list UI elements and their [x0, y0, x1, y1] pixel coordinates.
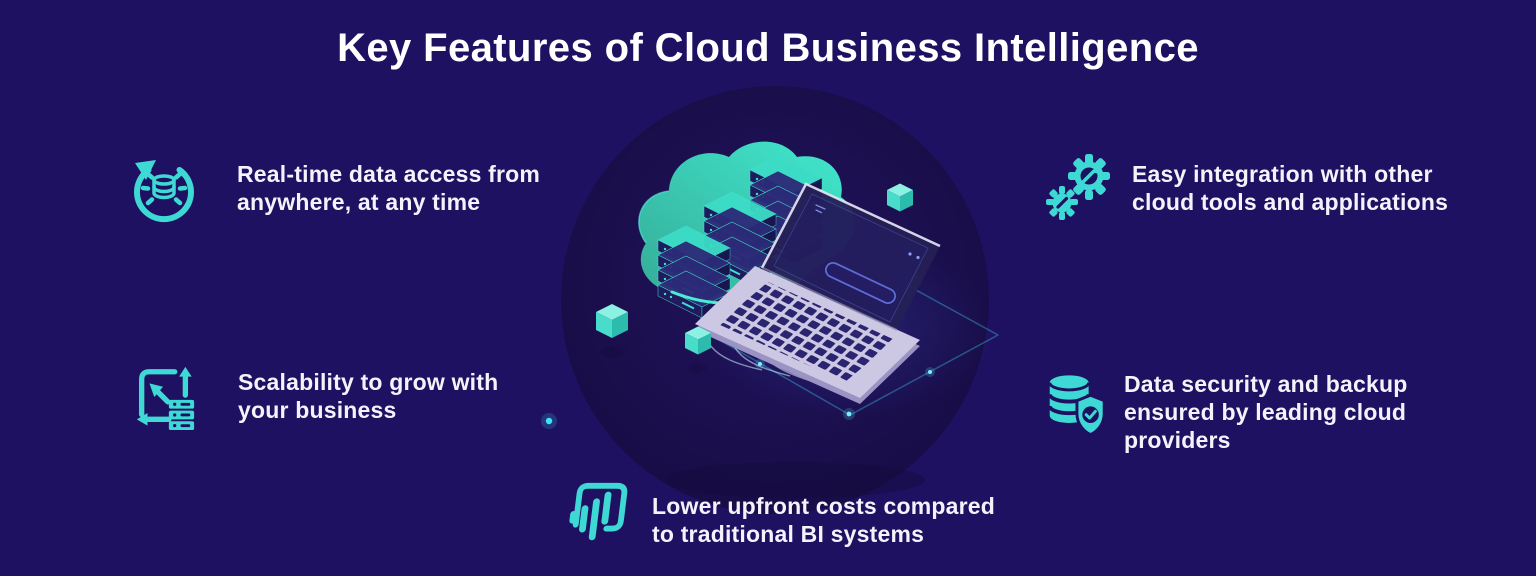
platform-glow-dots — [696, 325, 935, 420]
feature-easy-integration: Easy integration with other cloud tools … — [1040, 150, 1472, 225]
feature-text: Easy integration with other cloud tools … — [1132, 161, 1449, 215]
feature-lower-costs: Lower upfront costs compared to traditio… — [560, 478, 1022, 553]
feature-text: Lower upfront costs compared to traditio… — [652, 493, 995, 547]
backdrop-circle — [561, 86, 995, 514]
floating-cube-icon — [596, 304, 628, 359]
feature-text: Data security and backup ensured by lead… — [1124, 371, 1408, 453]
feature-real-time-access: Real-time data access from anywhere, at … — [128, 150, 557, 231]
scalability-expand-arrows-icon — [130, 360, 198, 439]
feature-data-security: Data security and backup ensured by lead… — [1040, 368, 1434, 454]
laptop-screen-searchbar — [815, 204, 920, 304]
laptop-illustration — [695, 182, 941, 404]
feature-text: Real-time data access from anywhere, at … — [237, 161, 541, 215]
cable-glow-dots — [701, 327, 795, 350]
server-racks — [657, 155, 823, 319]
connection-cables — [699, 294, 839, 387]
realtime-sync-database-icon — [128, 150, 200, 231]
page-title: Key Features of Cloud Business Intellige… — [337, 26, 1199, 70]
power-bi-icon — [560, 478, 634, 553]
floating-cube-icon — [887, 183, 913, 212]
floating-cube-icon — [685, 326, 711, 374]
feature-scalability: Scalability to grow with your business — [130, 360, 538, 439]
glow-dot — [541, 413, 557, 429]
database-shield-check-icon — [1040, 368, 1110, 445]
cloud-servers-illustration — [638, 141, 855, 319]
glow-platform — [696, 254, 999, 420]
feature-text: Scalability to grow with your business — [238, 369, 499, 423]
integration-gears-icon — [1040, 150, 1120, 225]
